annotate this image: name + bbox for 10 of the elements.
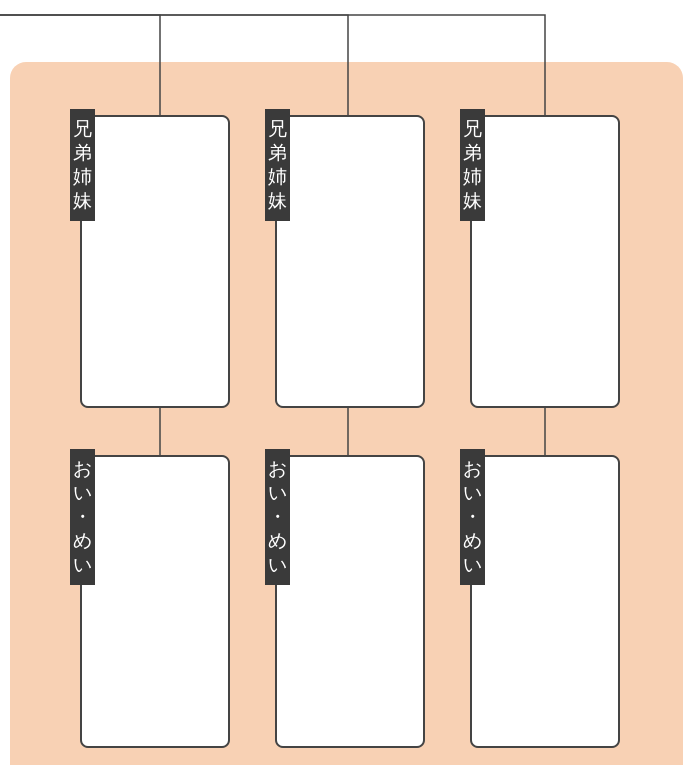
- tag-label: おい・めい: [460, 449, 485, 585]
- tag-label: 兄弟姉妹: [70, 109, 95, 221]
- connector-line: [159, 408, 161, 455]
- tag-label: おい・めい: [265, 449, 290, 585]
- tag-label: 兄弟姉妹: [460, 109, 485, 221]
- tag-label: 兄弟姉妹: [265, 109, 290, 221]
- connector-line: [0, 14, 546, 115]
- connector-line: [544, 408, 546, 455]
- connector-line: [347, 408, 349, 455]
- tag-label: おい・めい: [70, 449, 95, 585]
